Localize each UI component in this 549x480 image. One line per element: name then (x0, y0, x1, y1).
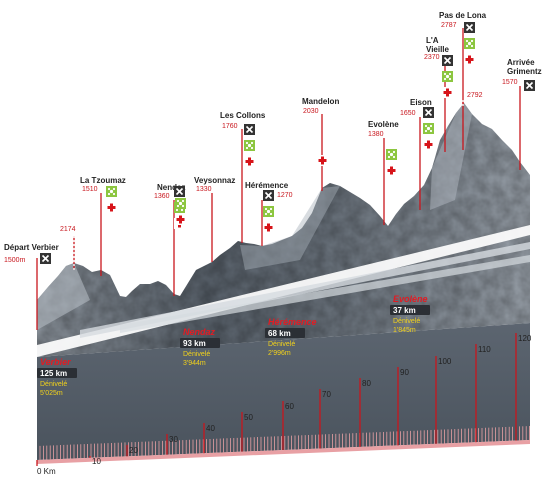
tools-icon (464, 22, 475, 33)
route-label: Nendaz 93 km Dénivelé 3'944m (180, 327, 220, 367)
location-name: Veysonnaz (194, 176, 235, 185)
location-altitude: 1760 (222, 123, 238, 130)
km-label: 110 (478, 345, 491, 354)
location-name: Départ Verbier (4, 243, 59, 252)
tools-icon (263, 190, 274, 201)
food-icon (386, 149, 397, 160)
location-altitude: 1360 (154, 193, 170, 200)
food-icon (442, 71, 453, 82)
km-label: 60 (285, 402, 294, 411)
first-aid-icon (175, 214, 186, 225)
location-name: La Tzoumaz (80, 176, 126, 185)
km-label: 0 Km (37, 467, 56, 476)
location-name: Evolène (368, 120, 399, 129)
km-hatch-marks (39, 426, 530, 460)
food-icon (423, 123, 434, 134)
route-denivele-label: Dénivelé (40, 381, 67, 388)
location-altitude: 2792 (467, 92, 483, 99)
tools-icon (442, 55, 453, 66)
route-denivele-value: 1'845m (393, 327, 416, 334)
route-label: Hérémence 68 km Dénivelé 2'996m (265, 317, 317, 357)
tools-icon (174, 186, 185, 197)
tools-icon (423, 107, 434, 118)
location-name: Mandelon (302, 97, 339, 106)
route-name: Evolène (393, 294, 428, 304)
km-scale: 0 Km 10 20 30 40 50 60 70 80 90 100 110 120 (36, 333, 532, 476)
profile-base (37, 323, 530, 464)
route-denivele-label: Dénivelé (183, 351, 210, 358)
location-name: Pas de Lona (439, 11, 487, 20)
km-label: 20 (129, 446, 138, 455)
km-label: 30 (169, 435, 178, 444)
first-aid-icon (244, 156, 255, 167)
route-denivele-value: 5'025m (40, 390, 63, 397)
location-name: L'A (426, 36, 439, 45)
route-denivele-value: 2'996m (268, 350, 291, 357)
route-denivele-label: Dénivelé (393, 318, 420, 325)
route-denivele-label: Dénivelé (268, 341, 295, 348)
km-label: 70 (322, 390, 331, 399)
food-icon (244, 140, 255, 151)
route-denivele-value: 3'944m (183, 360, 206, 367)
location-altitude: 1380 (368, 131, 384, 138)
location-name: Hérémence (245, 181, 289, 190)
km-label: 90 (400, 368, 409, 377)
first-aid-icon (263, 222, 274, 233)
tools-icon (244, 124, 255, 135)
location-altitude: 1570 (502, 79, 518, 86)
location-altitude: 1330 (196, 186, 212, 193)
route-distance-box (37, 368, 77, 378)
route-name: Nendaz (183, 327, 216, 337)
route-name: Hérémence (268, 317, 317, 327)
location-altitude: 2370 (424, 54, 440, 61)
km-label: 80 (362, 379, 371, 388)
route-distance: 68 km (268, 329, 291, 338)
location-altitude: 1510 (82, 186, 98, 193)
route-distance: 93 km (183, 339, 206, 348)
food-icon (464, 38, 475, 49)
first-aid-icon (423, 139, 434, 150)
location-name: Arrivée (507, 58, 535, 67)
first-aid-icon (106, 202, 117, 213)
route-label: Evolène 37 km Dénivelé 1'845m (390, 294, 430, 334)
route-distance: 125 km (40, 369, 67, 378)
location-altitude: 2787 (441, 22, 457, 29)
first-aid-icon (442, 87, 453, 98)
location-name: Vieille (426, 45, 450, 54)
service-icons (40, 22, 535, 264)
route-label: Verbier 125 km Dénivelé 5'025m (37, 357, 77, 397)
route-labels: Verbier 125 km Dénivelé 5'025m Nendaz 93 km Dé… (37, 294, 430, 397)
km-label: 100 (438, 357, 452, 366)
first-aid-icon (464, 54, 475, 65)
mountain-profile (37, 103, 530, 357)
first-aid-icon (386, 165, 397, 176)
km-label: 40 (206, 424, 215, 433)
route-distance-box (265, 328, 305, 338)
start-altitude-label: 1500m (4, 257, 26, 264)
location-name: Grimentz (507, 67, 542, 76)
location-markers (36, 28, 521, 330)
tools-icon (40, 253, 51, 264)
food-icon (175, 198, 186, 209)
location-altitude: 2174 (60, 226, 76, 233)
location-altitude: 1650 (400, 110, 416, 117)
route-distance-box (180, 338, 220, 348)
route-distance: 37 km (393, 306, 416, 315)
route-distance-box (390, 305, 430, 315)
route-name: Verbier (40, 357, 71, 367)
location-name: Nendaz (157, 183, 185, 192)
km-label: 50 (244, 413, 253, 422)
location-altitude: 2030 (303, 108, 319, 115)
km-label: 120 (518, 334, 532, 343)
first-aid-icon (317, 155, 328, 166)
tools-icon (524, 80, 535, 91)
location-name: Les Collons (220, 111, 266, 120)
km-label: 10 (92, 457, 101, 466)
location-altitude: 1270 (277, 192, 293, 199)
food-icon (106, 186, 117, 197)
location-name: Eison (410, 98, 432, 107)
food-icon (263, 206, 274, 217)
